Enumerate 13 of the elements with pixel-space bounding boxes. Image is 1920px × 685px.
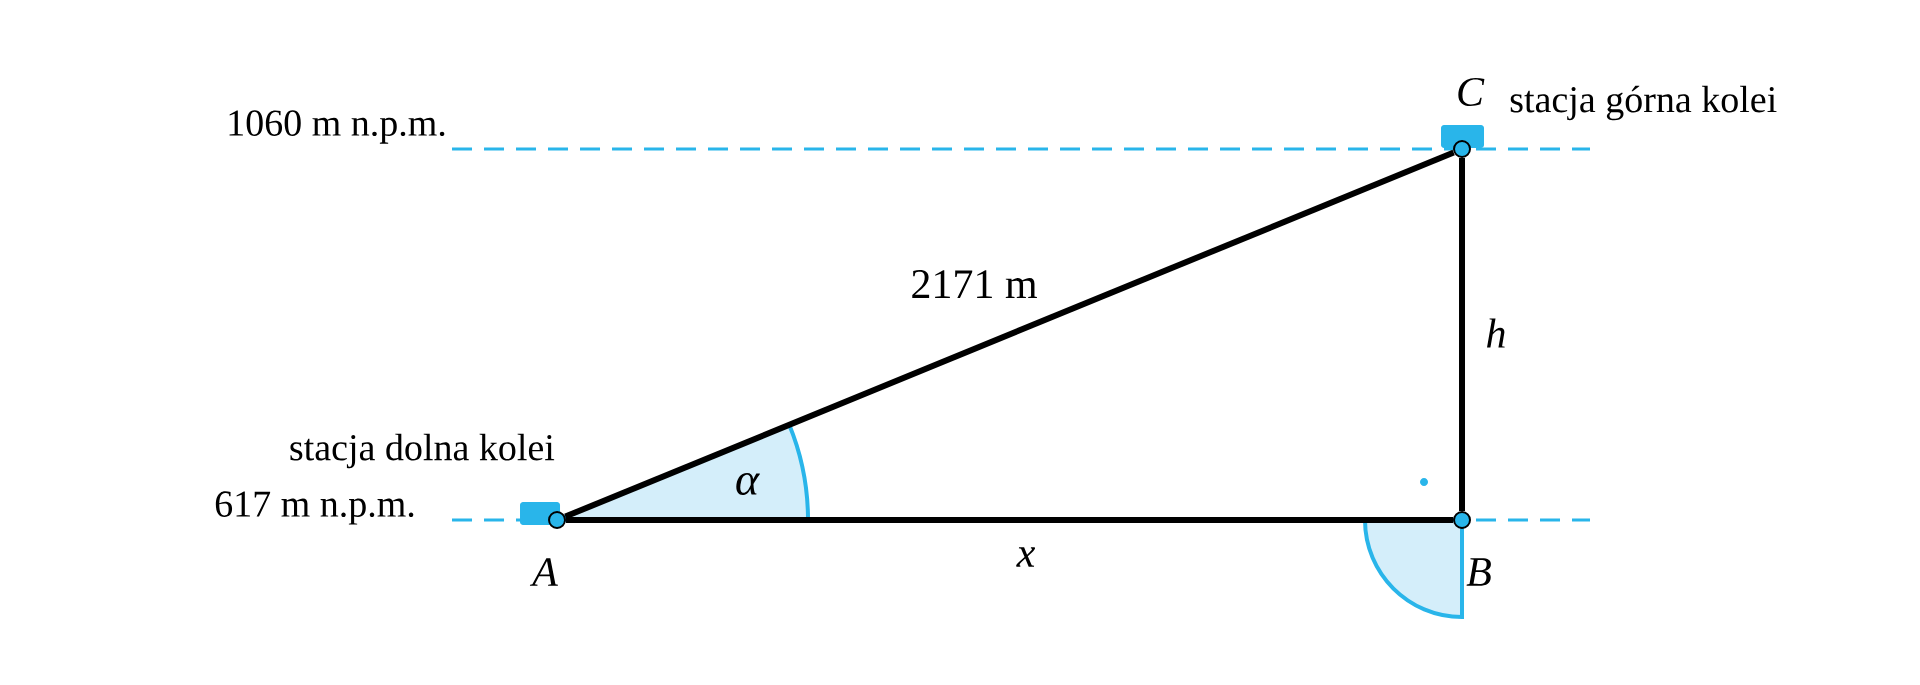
angle-label: α — [736, 472, 760, 496]
triangle-side — [564, 149, 1455, 520]
point-label: A — [529, 558, 558, 586]
station-label: stacja dolna kolei — [290, 433, 555, 469]
edge-label: h — [1487, 318, 1505, 348]
point-label: B — [1466, 558, 1491, 586]
edge-label: x — [1016, 547, 1035, 567]
edge-label: 2171 m — [912, 270, 1037, 298]
point-label: C — [1458, 77, 1485, 107]
altitude-label: 1060 m n.p.m. — [229, 110, 445, 144]
altitude-label: 617 m n.p.m. — [215, 491, 414, 525]
triangle-side — [1459, 158, 1465, 511]
station-label: stacja górna kolei — [1510, 85, 1777, 121]
